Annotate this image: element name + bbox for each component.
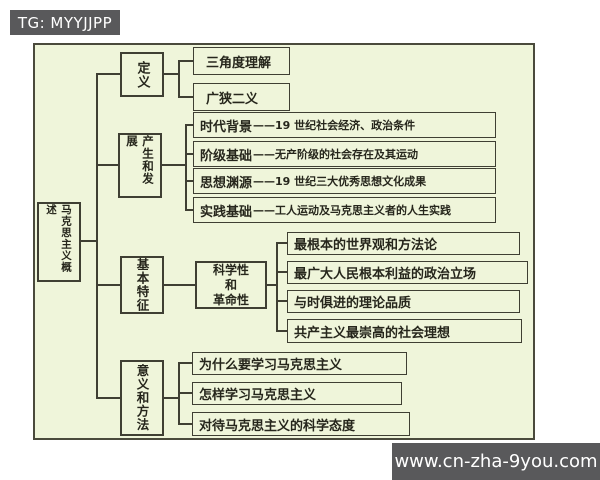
connector-line	[163, 284, 195, 286]
node-era-background-label: 时代背景	[200, 119, 253, 135]
node-root: 马克思主义概述	[37, 202, 81, 282]
connector-line	[276, 242, 278, 332]
watermark-url: www.cn-zha-9you.com	[392, 443, 600, 480]
node-class-foundation-label: 阶级基础	[200, 148, 253, 164]
node-social-ideal: 共产主义最崇高的社会理想	[287, 319, 522, 343]
node-scientific-revolutionary-line2: 和	[224, 277, 237, 292]
node-era-background: 时代背景——19 世纪社会经济、政治条件	[193, 112, 496, 138]
node-definition: 定义	[120, 52, 164, 97]
node-significance-methods-label: 意义和方法	[134, 364, 150, 432]
telegram-badge: TG: MYYJJPP	[10, 10, 120, 35]
connector-line	[178, 60, 193, 62]
node-ideological-origins-detail: ——19 世纪三大优秀思想文化成果	[253, 175, 427, 188]
connector-line	[96, 73, 120, 75]
connector-line	[178, 96, 193, 98]
node-scientific-revolutionary-line1: 科学性	[212, 262, 249, 277]
node-scientific-revolutionary-line3: 革命性	[212, 292, 249, 307]
connector-line	[276, 330, 287, 332]
connector-line	[185, 209, 193, 211]
connector-line	[161, 164, 187, 166]
connector-line	[266, 284, 278, 286]
connector-line	[185, 124, 187, 211]
connector-line	[96, 73, 98, 399]
connector-line	[96, 284, 120, 286]
node-broad-narrow: 广狭二义	[193, 83, 290, 111]
connector-line	[96, 164, 118, 166]
node-class-foundation: 阶级基础——无产阶级的社会存在及其运动	[193, 141, 496, 167]
node-practical-foundation: 实践基础——工人运动及马克思主义者的人生实践	[193, 197, 496, 223]
node-theoretical-quality: 与时俱进的理论品质	[287, 290, 520, 313]
node-three-angles: 三角度理解	[193, 47, 290, 75]
node-ideological-origins: 思想渊源——19 世纪三大优秀思想文化成果	[193, 168, 496, 194]
node-practical-foundation-detail: ——工人运动及马克思主义者的人生实践	[253, 204, 452, 217]
node-scientific-attitude: 对待马克思主义的科学态度	[192, 412, 410, 436]
diagram-canvas	[33, 43, 535, 440]
node-why-study-label: 为什么要学习马克思主义	[199, 358, 343, 373]
node-why-study: 为什么要学习马克思主义	[192, 352, 407, 375]
node-basic-features-label: 基本特征	[134, 258, 150, 312]
node-class-foundation-detail: ——无产阶级的社会存在及其运动	[253, 148, 419, 161]
node-basic-features: 基本特征	[120, 256, 164, 314]
node-worldview-methodology-label: 最根本的世界观和方法论	[294, 238, 438, 253]
node-social-ideal-label: 共产主义最崇高的社会理想	[294, 325, 451, 341]
connector-line	[185, 180, 193, 182]
connector-line	[163, 397, 180, 399]
node-era-background-detail: ——19 世纪社会经济、政治条件	[253, 119, 416, 132]
node-practical-foundation-label: 实践基础	[200, 204, 253, 220]
node-scientific-revolutionary: 科学性 和 革命性	[195, 261, 267, 309]
node-ideological-origins-label: 思想渊源	[200, 175, 253, 191]
node-significance-methods: 意义和方法	[120, 360, 164, 436]
node-theoretical-quality-label: 与时俱进的理论品质	[294, 296, 412, 311]
node-political-stance: 最广大人民根本利益的政治立场	[287, 261, 528, 284]
connector-line	[178, 392, 192, 394]
node-how-study-label: 怎样学习马克思主义	[199, 388, 317, 403]
node-three-angles-label: 三角度理解	[206, 55, 272, 71]
connector-line	[178, 60, 180, 98]
connector-line	[185, 124, 193, 126]
node-broad-narrow-label: 广狭二义	[206, 91, 259, 107]
node-worldview-methodology: 最根本的世界观和方法论	[287, 232, 520, 255]
node-how-study: 怎样学习马克思主义	[192, 382, 402, 405]
node-political-stance-label: 最广大人民根本利益的政治立场	[294, 267, 477, 282]
connector-line	[81, 240, 98, 242]
node-definition-label: 定义	[134, 60, 150, 89]
connector-line	[178, 362, 192, 364]
node-root-label: 马克思主义概述	[45, 204, 72, 273]
node-origin-development: 产生和发展	[118, 133, 162, 198]
connector-line	[96, 397, 120, 399]
connector-line	[276, 271, 287, 273]
connector-line	[178, 423, 192, 425]
connector-line	[185, 153, 193, 155]
connector-line	[163, 73, 180, 75]
node-origin-development-label: 产生和发展	[125, 135, 155, 185]
connector-line	[276, 300, 287, 302]
node-scientific-attitude-label: 对待马克思主义的科学态度	[199, 418, 356, 434]
connector-line	[276, 242, 287, 244]
